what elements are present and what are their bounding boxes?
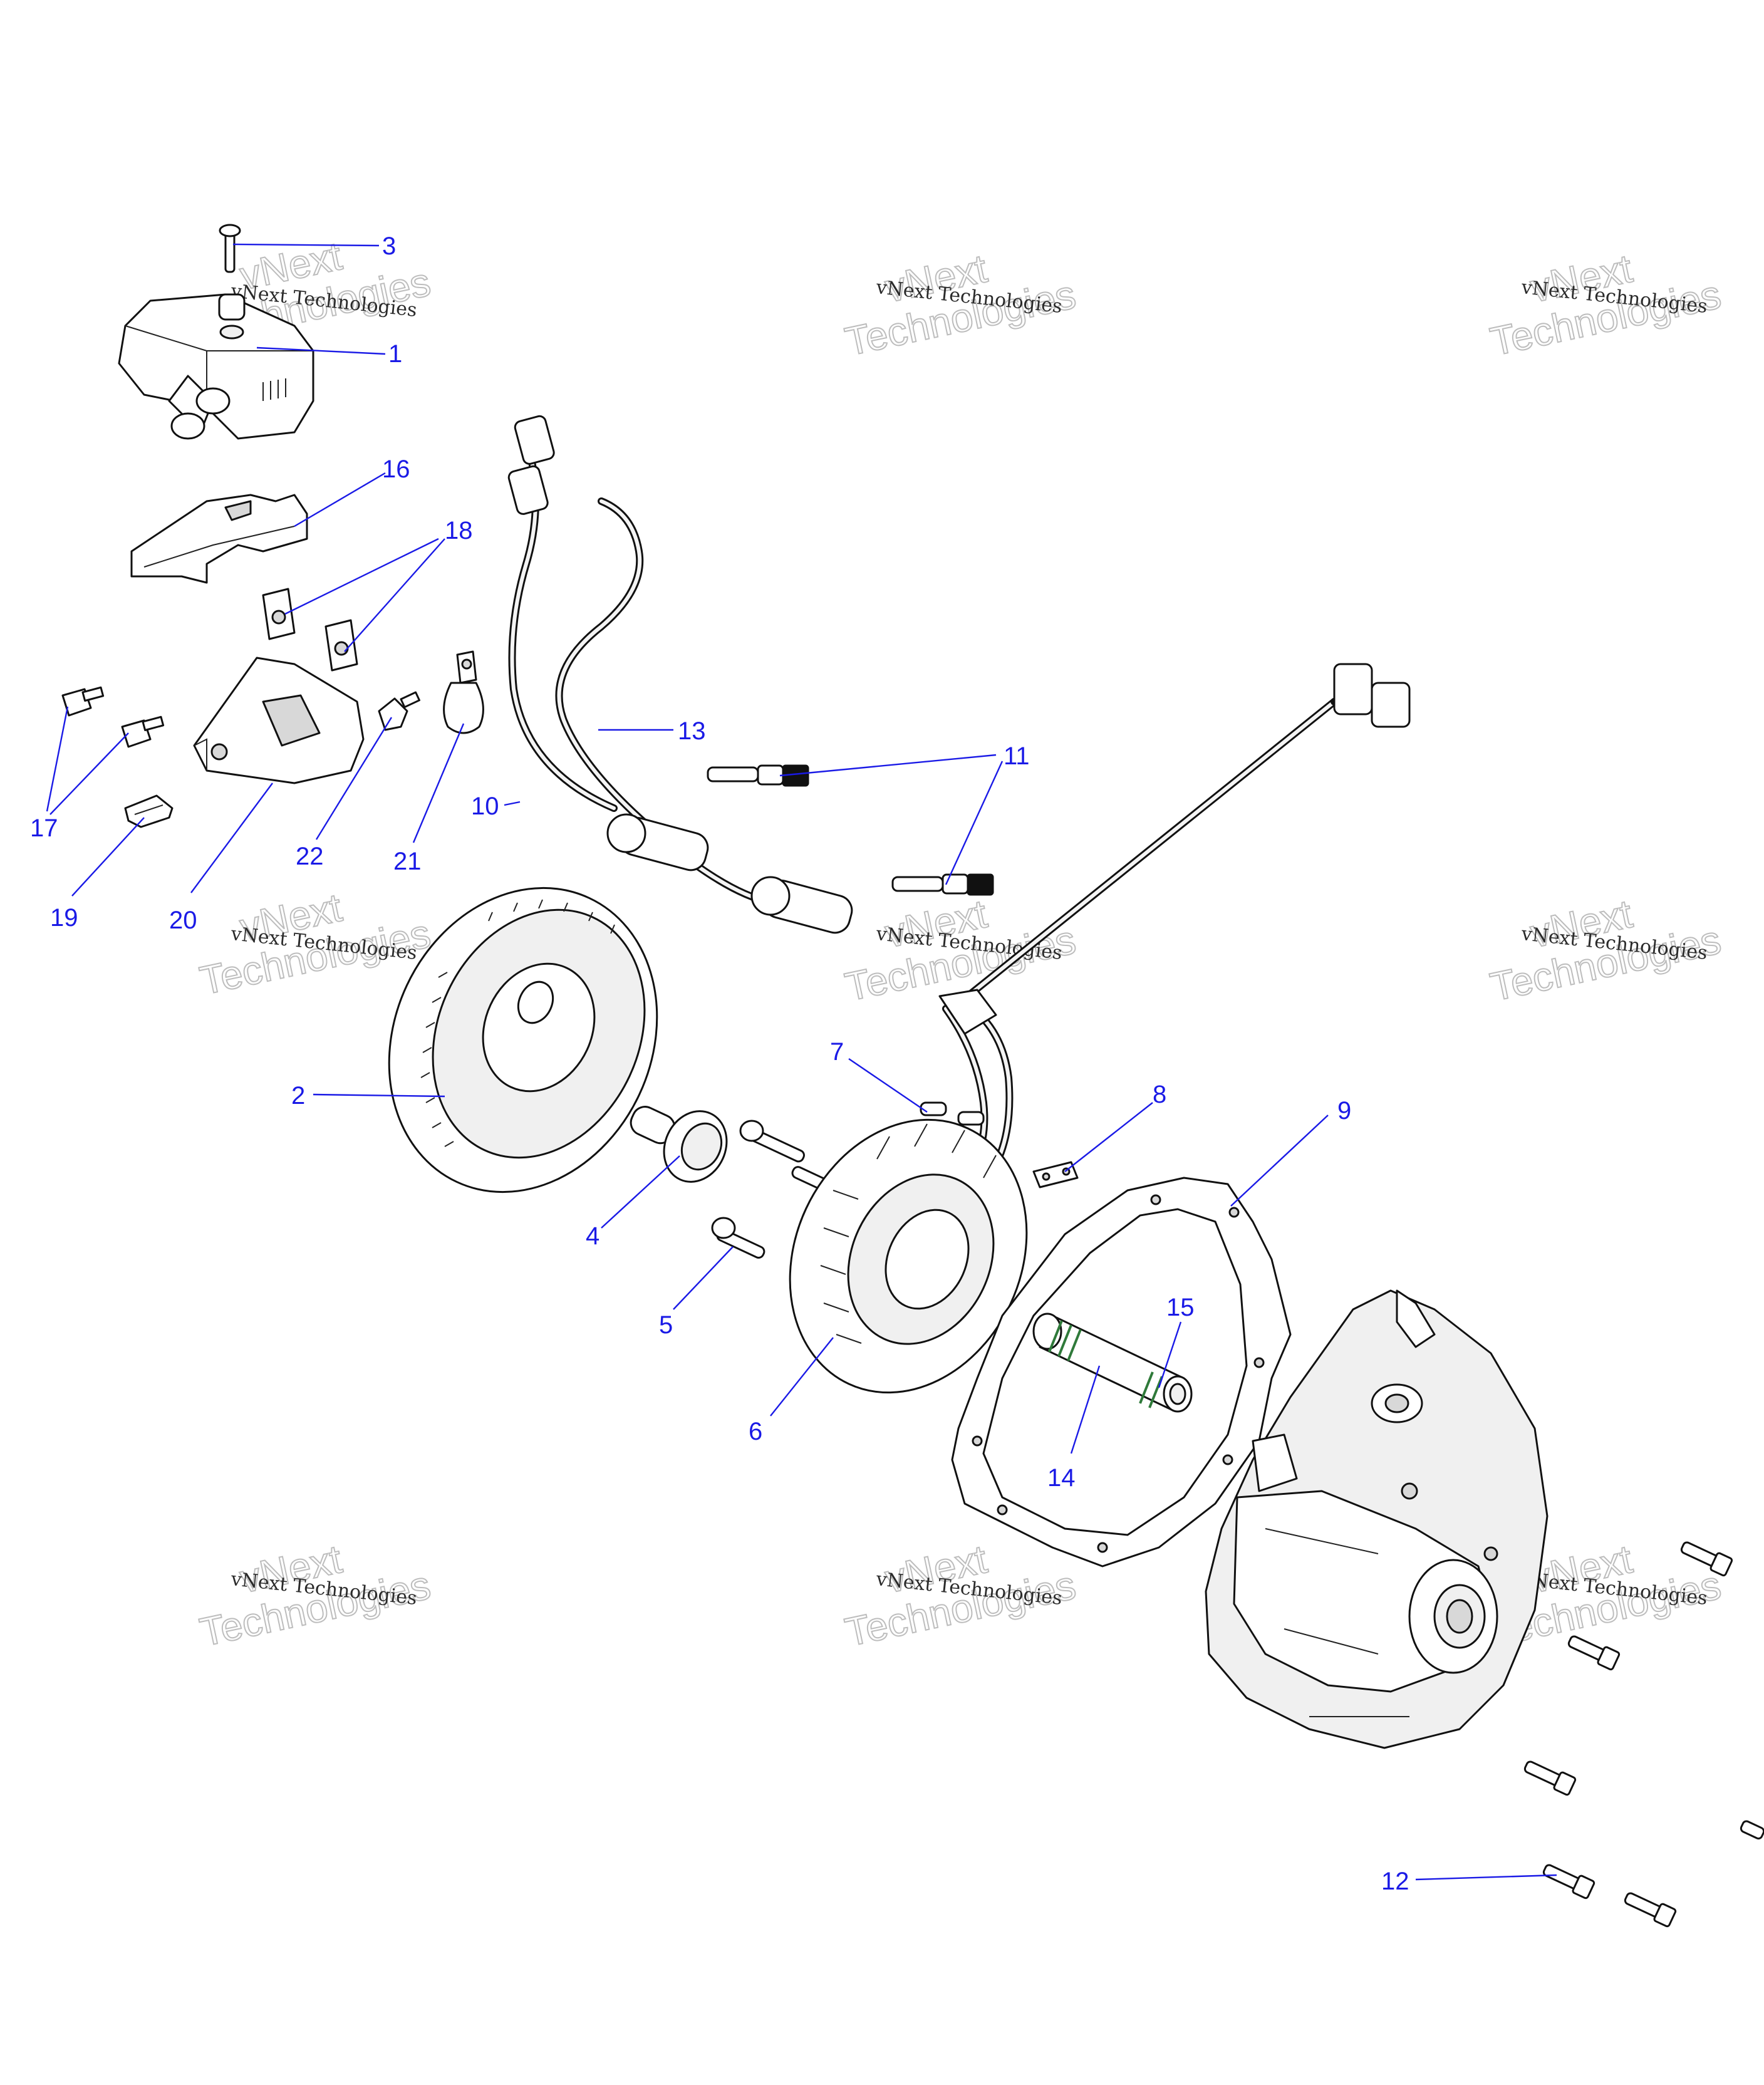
callout-2: 2 [291,1082,305,1110]
part-18-clips [262,588,358,672]
callout-21: 21 [393,848,422,875]
callout-9: 9 [1337,1097,1351,1125]
part-12-bolts [1523,1541,1764,1928]
part-22-bolt [378,691,420,731]
part-2-flywheel [388,887,658,1193]
part-15-o-ring [1139,1371,1163,1408]
callout-15: 15 [1166,1294,1195,1321]
callout-10: 10 [471,793,499,820]
part-21-p-clamp [443,650,484,734]
callout-6: 6 [749,1418,762,1445]
callout-14: 14 [1047,1464,1076,1492]
leader-lines [46,243,1557,1881]
callout-17: 17 [30,814,58,842]
callout-20: 20 [169,907,197,934]
part-16-bracket [130,494,308,584]
callout-13: 13 [678,717,706,745]
callout-numbers: 3 1 16 18 13 11 10 17 22 21 19 20 7 2 8 … [30,232,1409,1895]
callout-4: 4 [586,1222,599,1250]
callout-11: 11 [1004,742,1030,770]
part-4-gear-shaft [630,1106,728,1183]
part-8-grommet-plate [1032,1161,1079,1188]
part-17-bolts [61,686,165,748]
crankcase-cover [1205,1289,1549,1749]
callout-19: 19 [50,904,78,932]
callout-7: 7 [830,1038,844,1066]
callout-22: 22 [296,843,324,870]
part-19-clip [124,794,174,828]
callout-1: 1 [388,340,402,368]
part-1-ignition-coil [118,293,314,440]
part-5-bolt [711,1217,765,1259]
callout-8: 8 [1153,1081,1166,1108]
part-3-screw [219,224,241,273]
callout-18: 18 [445,517,473,544]
stator-bolts [739,1120,841,1196]
part-6-stator [789,1118,1028,1394]
part-14-tube [1032,1313,1193,1413]
callout-5: 5 [659,1311,673,1339]
part-13-spark-plug-wires [507,415,853,934]
callout-3: 3 [382,232,396,260]
callout-12: 12 [1381,1868,1409,1895]
callout-16: 16 [382,455,410,483]
part-20-mounting-plate [193,657,365,784]
